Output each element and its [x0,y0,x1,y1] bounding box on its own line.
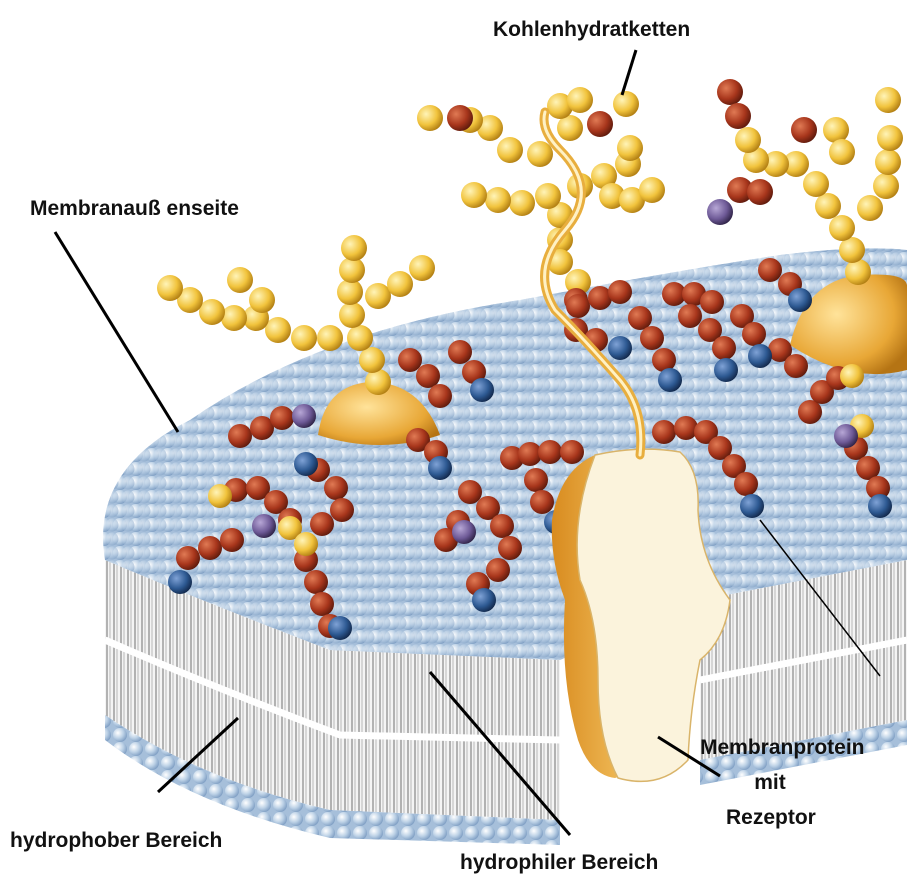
label-protein-line3: Rezeptor [726,807,816,828]
label-protein-line1: Membranprotein [700,737,865,758]
label-outer-side: Membranauß enseite [30,198,239,219]
label-hydrophobic: hydrophober Bereich [10,830,222,851]
label-carbohydrate-chains: Kohlenhydratketten [493,19,690,40]
label-protein-line2: mit [740,772,800,793]
label-hydrophilic: hydrophiler Bereich [460,852,658,873]
leader-outer-side [55,232,178,432]
leader-carbohydrate [622,50,636,95]
